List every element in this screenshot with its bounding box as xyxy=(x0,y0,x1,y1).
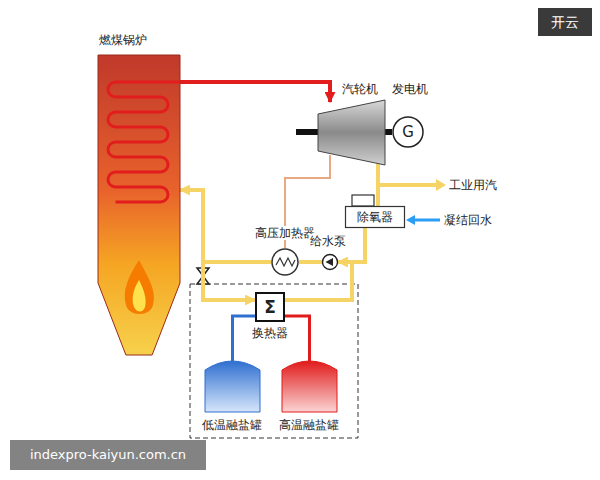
storage-region xyxy=(190,284,358,438)
hp-heater: 高压加热器 xyxy=(271,248,299,276)
arrow-head xyxy=(406,215,415,225)
deaerator-body xyxy=(346,207,405,228)
node-heading: 换热器 xyxy=(251,326,289,340)
condensate-label: 凝结回水 xyxy=(444,213,492,227)
turbine: 汽轮机 xyxy=(318,100,385,165)
pump-arrow xyxy=(326,258,334,266)
feed-pump: 给水泵 xyxy=(322,254,338,270)
exchanger-box xyxy=(256,293,284,321)
boiler: 燃煤锅炉 xyxy=(98,55,180,355)
condensate-line xyxy=(414,219,440,222)
feed-pump-shape xyxy=(322,254,338,270)
node-heading: 给水泵 xyxy=(309,234,347,248)
deaerator: 除氧器 xyxy=(345,206,405,228)
pipe-connector xyxy=(299,260,322,264)
steam-line xyxy=(378,183,437,187)
tank-body xyxy=(282,361,337,412)
heating-coil xyxy=(108,82,182,202)
node-text: G xyxy=(402,124,414,141)
node-heading: 发电机 xyxy=(391,82,429,96)
node-heading: 燃煤锅炉 xyxy=(98,33,148,47)
shaft xyxy=(296,129,320,135)
heater-circle xyxy=(272,249,298,275)
flame-core xyxy=(133,280,146,312)
node-text: Σ xyxy=(264,298,276,317)
arrow-head xyxy=(436,179,446,191)
high-temp-tank-shape xyxy=(282,358,337,412)
tank-body xyxy=(205,361,260,412)
node-heading: 低温融盐罐 xyxy=(201,418,263,432)
shaft xyxy=(385,129,392,135)
low-temp-tank: 低温融盐罐 xyxy=(205,358,260,412)
turbine-shape xyxy=(318,100,385,165)
node-heading: 汽轮机 xyxy=(341,82,379,96)
flame xyxy=(125,260,154,314)
pipe-connector xyxy=(376,163,380,206)
high-temp-tank: 高温融盐罐 xyxy=(282,358,337,412)
low-temp-tank-shape xyxy=(205,358,260,412)
hp-heater-shape xyxy=(271,248,299,276)
boiler-shape xyxy=(98,55,180,355)
generator-circle xyxy=(393,117,423,147)
steam-use-label: 工业用汽 xyxy=(449,178,497,192)
heat-exchanger: Σ换热器 xyxy=(255,292,285,322)
pipe-connector xyxy=(180,82,330,102)
deaerator-dome xyxy=(352,195,374,206)
turbine-body xyxy=(318,100,385,165)
generator: 发电机G xyxy=(392,116,424,148)
node-heading: 高压加热器 xyxy=(254,226,316,240)
watermark: indexpro-kaiyun.com.cn xyxy=(10,440,206,470)
heater-coil xyxy=(276,258,295,266)
pump-circle xyxy=(323,255,338,270)
node-heading: 高温融盐罐 xyxy=(278,418,340,432)
node-text: 除氧器 xyxy=(357,210,393,224)
watermark: 开云 xyxy=(538,8,592,36)
